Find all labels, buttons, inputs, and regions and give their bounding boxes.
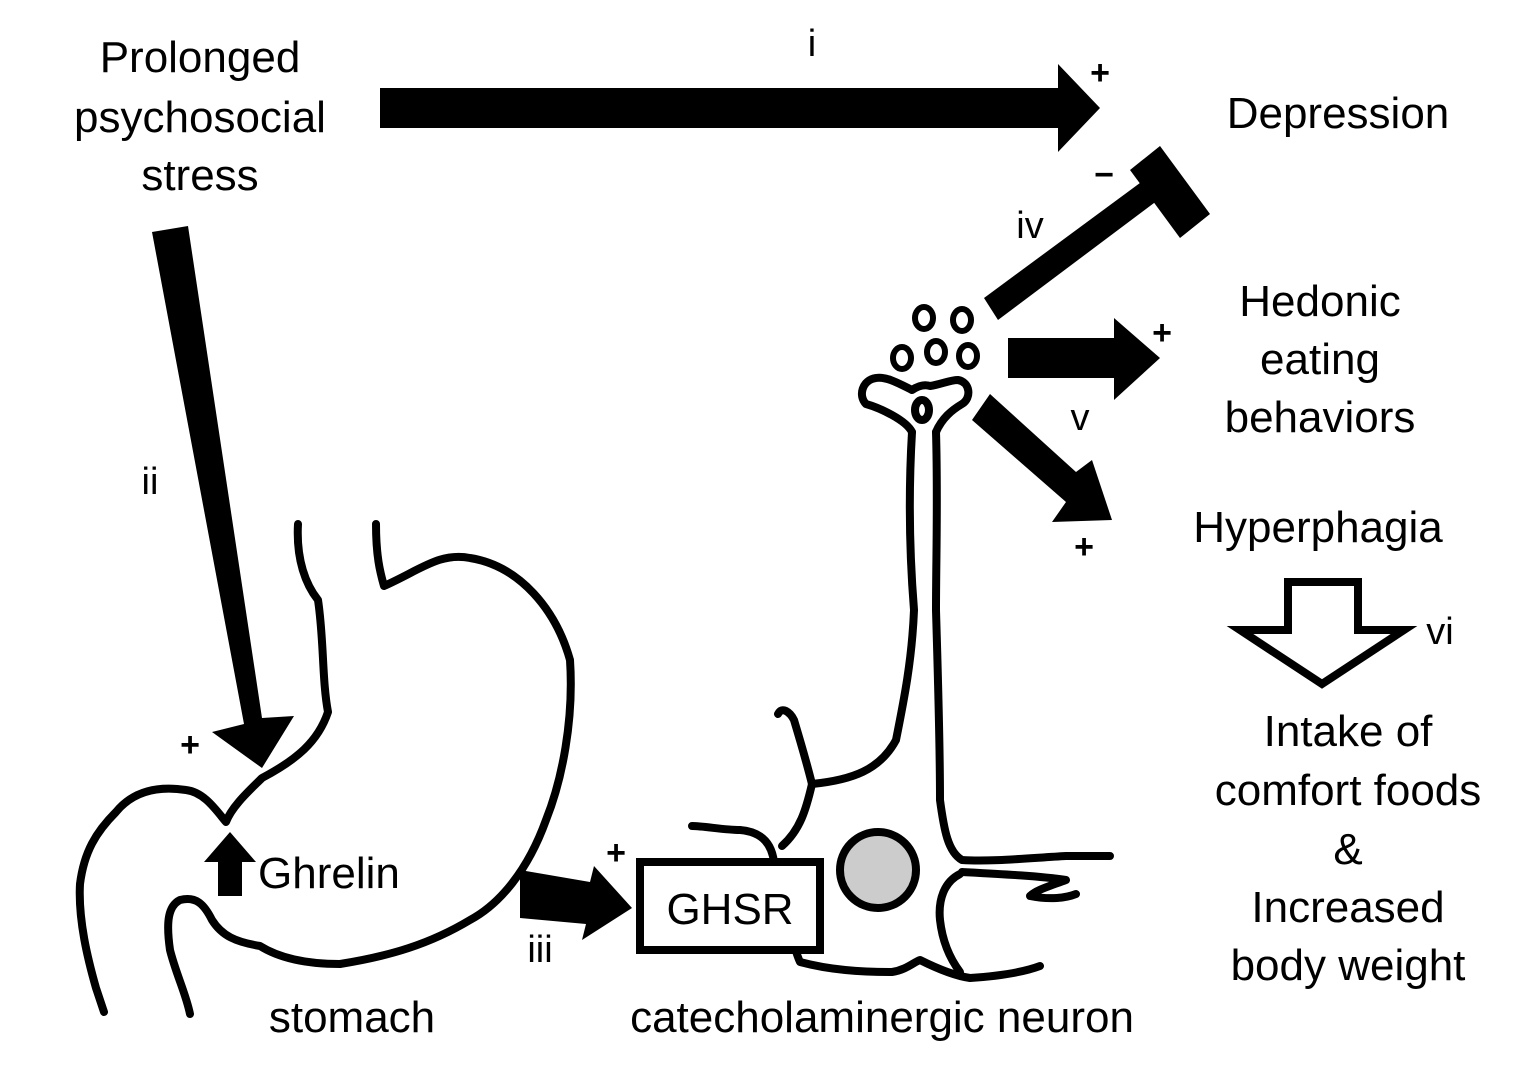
neuron-nucleus	[836, 828, 920, 912]
ghrelin: Ghrelin	[204, 832, 400, 898]
arrow-ii-label: ii	[142, 461, 159, 503]
arrow-i-shape	[380, 64, 1100, 152]
arrow-v-hedonic-sign: +	[1152, 314, 1172, 352]
arrow-vi: vi	[1226, 578, 1454, 689]
hedonic-label-line-2: eating	[1260, 335, 1380, 384]
stomach-outer-wall	[75, 520, 332, 1016]
hedonic-label-line-3: behaviors	[1225, 393, 1416, 442]
outcome-label-line-3: &	[1333, 825, 1362, 874]
arrow-iv-label: iv	[1016, 205, 1043, 247]
ghsr-receptor-box	[636, 858, 824, 954]
arrow-iv: iv −	[984, 146, 1210, 320]
arrow-i: i +	[380, 23, 1110, 152]
outcome-label: Intake of comfort foods & Increased body…	[1215, 707, 1482, 990]
hyperphagia-label: Hyperphagia	[1193, 503, 1443, 552]
arrow-ii-sign: +	[180, 726, 200, 764]
vesicle	[924, 338, 948, 366]
arrow-i-sign: +	[1090, 54, 1110, 92]
arrow-iv-sign: −	[1094, 156, 1114, 194]
stomach: stomach	[75, 520, 575, 1042]
arrow-ii-shape	[152, 226, 294, 768]
depression-label: Depression	[1227, 89, 1450, 138]
arrow-iv-tbar	[1130, 146, 1210, 238]
vesicles	[890, 304, 980, 372]
stress-label-line-1: Prolonged	[100, 33, 301, 82]
arrow-iii-label: iii	[527, 929, 552, 971]
ghrelin-up-arrow-icon	[204, 832, 256, 896]
ghsr-label: GHSR	[666, 885, 793, 934]
arrow-ii: ii +	[142, 226, 294, 768]
vesicle	[956, 342, 980, 370]
arrow-v-hyperphagia-sign: +	[1074, 528, 1094, 566]
stress-label-line-2: psychosocial	[74, 93, 326, 142]
vesicle	[890, 344, 914, 372]
neuron-soma	[688, 780, 1080, 982]
arrow-iv-shaft	[984, 180, 1158, 320]
outcome-label-line-2: comfort foods	[1215, 766, 1482, 815]
neuron-terminal	[857, 373, 973, 436]
arrow-iii-shape	[520, 866, 632, 940]
ghrelin-label: Ghrelin	[258, 849, 400, 898]
outcome-label-line-1: Intake of	[1264, 707, 1434, 756]
hedonic-label-line-1: Hedonic	[1239, 277, 1400, 326]
neuron-label: catecholaminergic neuron	[630, 993, 1134, 1042]
catecholaminergic-neuron: GHSR catecholaminergic neuron	[630, 304, 1134, 1042]
outcome-label-line-5: body weight	[1231, 941, 1466, 990]
stomach-inner-wall	[164, 520, 575, 1018]
neuron-axon-left	[774, 428, 918, 788]
vesicle	[912, 304, 936, 332]
hedonic-eating-label: Hedonic eating behaviors	[1225, 277, 1416, 442]
arrow-vi-label: vi	[1426, 611, 1453, 653]
arrow-iii-sign: +	[606, 834, 626, 872]
arrow-iii: iii +	[520, 834, 632, 971]
vesicle	[950, 306, 974, 334]
arrow-v: + + v	[972, 314, 1172, 566]
stress-label-line-3: stress	[141, 151, 258, 200]
arrow-i-label: i	[808, 23, 816, 65]
neuron-axon-right	[932, 428, 1114, 865]
arrow-v-hyperphagia-shape	[972, 394, 1112, 522]
outcome-label-line-4: Increased	[1251, 883, 1444, 932]
terminal-vesicle	[911, 396, 933, 424]
arrow-vi-shape	[1226, 578, 1418, 689]
arrow-v-label: v	[1071, 397, 1090, 439]
stomach-label: stomach	[269, 993, 435, 1042]
arrow-v-hedonic-shape	[1008, 318, 1160, 400]
stress-label: Prolonged psychosocial stress	[74, 33, 326, 200]
